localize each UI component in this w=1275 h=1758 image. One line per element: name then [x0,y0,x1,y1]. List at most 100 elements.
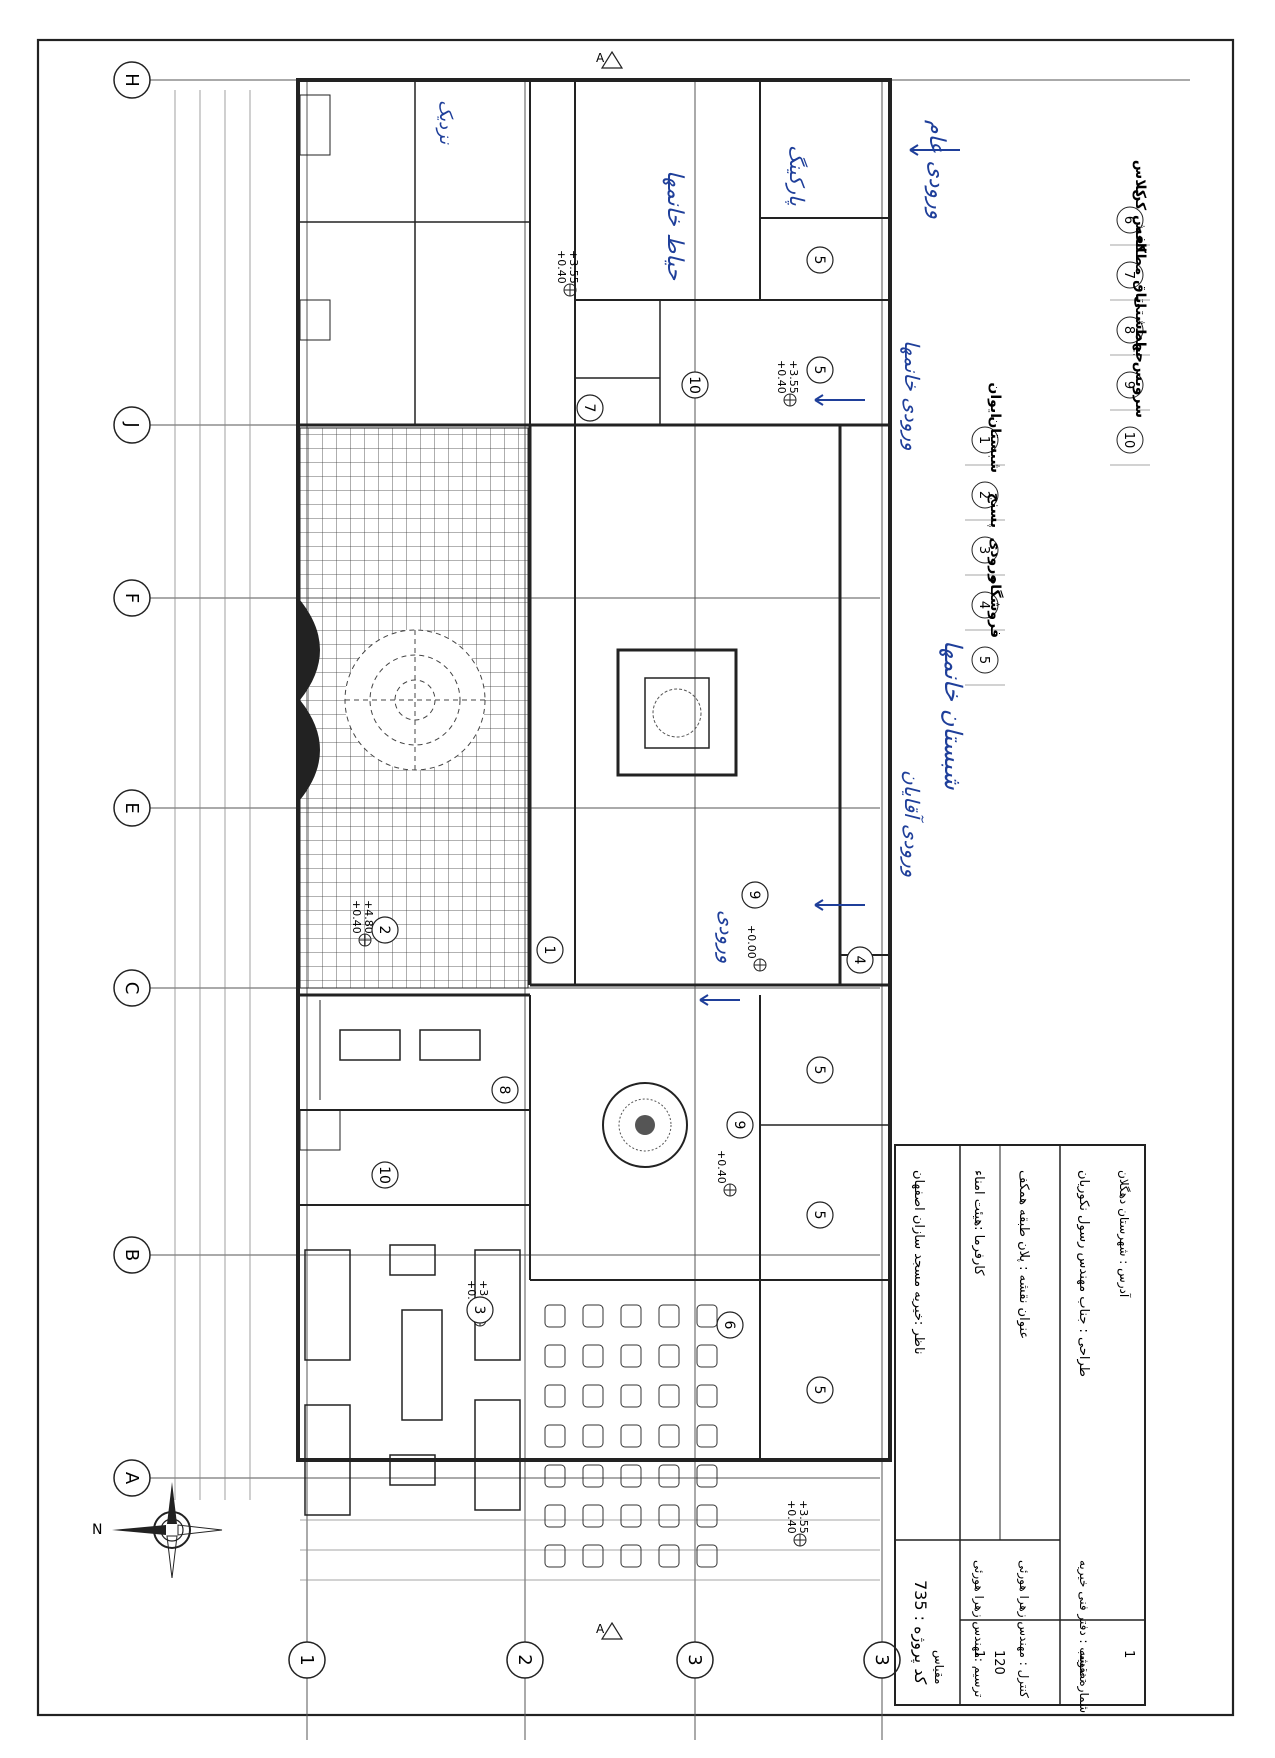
room-number: 10 [681,371,709,399]
room-number: 9 [741,881,769,909]
room-number: 2 [371,916,399,944]
room-number: 5 [806,1376,834,1404]
level-bottom: +0.40 [350,900,363,934]
room-number-label: 9 [746,891,762,900]
chair [696,1344,718,1368]
legend-label: پسنج [987,493,1003,528]
legend-label: کلاس [1132,160,1148,199]
section-mark-label: A [596,1622,605,1636]
grid-bubble-h: H [113,61,151,99]
chair [658,1384,680,1408]
north-label: N [92,1522,102,1538]
level-top: +3.55 [567,250,580,284]
level-mark: +3.55+0.40 [775,360,800,407]
handwritten-notes: حیاط خانمها ورودی عام پارکینگ نزدیک ورود… [435,100,967,964]
legend-item: 7 کفش کن [1110,189,1150,301]
north-arrow-icon: N [92,1482,223,1579]
grid-bubble-f: F [113,579,151,617]
legend-number: 6 [1121,216,1136,224]
chair [620,1384,642,1408]
level-top: +4.80 [362,900,375,934]
section-mark-top: A [596,50,624,69]
title-block-text: شماره نقشه [1076,1650,1091,1713]
room-number: 10 [371,1161,399,1189]
note-parking: پارکینگ [785,145,809,206]
legend-number: 8 [1121,326,1136,334]
chair [582,1304,604,1328]
room-number: 5 [806,1201,834,1229]
legend-number: 7 [1121,271,1136,279]
title-block-text: کنترل : مهندس زهرا هورئی [1016,1560,1031,1698]
title-block-text: کد پروژه : 735 [910,1580,930,1685]
title-block-text: تصویب : دفتر فنی خیریه [1076,1560,1091,1682]
title-block-text: آدرس : شهرستان دهگلان [1116,1170,1132,1298]
chair [582,1424,604,1448]
room-number-label: 6 [721,1321,737,1330]
title-block-text: طراحی : جناب مهندس رسول نکوریان [1076,1170,1091,1377]
level-top: +3.55 [797,1500,810,1534]
chair [658,1424,680,1448]
chair [582,1344,604,1368]
note-women-yard: حیاط خانمها [662,170,687,281]
chair [658,1464,680,1488]
chair [658,1304,680,1328]
grid-bubble-label: F [121,593,142,603]
title-block-text: ناظر :خیریه مسجد سازان اصفهان [911,1170,926,1355]
grid-bubble-label: 2 [514,1654,535,1665]
grid-bubble-b: B [113,1236,151,1274]
room-number-label: 9 [731,1121,747,1130]
title-block-text: 1 [1121,1650,1136,1658]
grid-bubble-label: E [121,802,142,813]
room-number-label: 2 [376,926,392,935]
grid-bubble-e: E [113,789,151,827]
chair [544,1424,566,1448]
level-mark: +0.00 [745,925,767,972]
chair [544,1544,566,1568]
note-entrance-men: ورودی آقایان [900,770,924,877]
room-number-label: 5 [811,1386,827,1395]
room-number: 6 [716,1311,744,1339]
legend-label: کفش کن [1132,189,1148,253]
chair [696,1464,718,1488]
chair [544,1344,566,1368]
legend-number: 9 [1121,381,1136,389]
legend: 1ایوان2شبستان3پسنج4ورودی5فروشگاه6کلاس7کف… [965,160,1150,686]
chair [658,1504,680,1528]
legend-number: 1 [976,436,991,444]
room-number-label: 10 [376,1166,392,1184]
note-entrance-women: ورودی خانمها [900,340,924,451]
mihrab [300,600,320,800]
grid-bubble-4: 3 [863,1641,901,1679]
grid-bubble-label: C [121,982,142,995]
legend-label: ورودی [987,538,1003,583]
level-bottom: +0.00 [745,925,758,959]
level-top: +3.55 [787,360,800,394]
room-number: 8 [491,1076,519,1104]
note-entrance: ورودی [715,910,739,964]
legend-label: سرویس بهداشتی [1132,296,1148,418]
legend-number: 4 [976,601,991,609]
room-number: 7 [576,394,604,422]
chair [696,1384,718,1408]
meeting-tables [304,1029,521,1516]
chair [620,1504,642,1528]
legend-label: اتاق مطالعه [1132,226,1148,308]
chair [544,1384,566,1408]
grid-bubble-c: C [113,969,151,1007]
chair [696,1504,718,1528]
note-women-hall: شبستان خانمها [939,640,967,791]
classroom-chairs [544,1304,718,1568]
room-number-label: 1 [541,946,557,955]
entry-arrows [699,144,960,1006]
room-number: 4 [846,946,874,974]
dimension-lines [174,90,880,1581]
note-nearby: نزدیک [435,100,456,145]
room-number-label: 3 [471,1306,487,1315]
title-block-text: عنوان نقشه : پلان طبقه همکف [1016,1170,1031,1339]
chair [658,1344,680,1368]
chair [582,1464,604,1488]
legend-item: 4 ورودی [965,538,1005,631]
